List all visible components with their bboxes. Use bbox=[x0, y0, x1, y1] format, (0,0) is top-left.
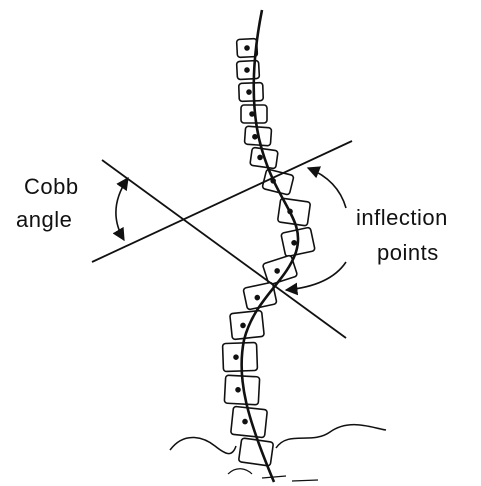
inflection-label-line2: points bbox=[377, 242, 439, 264]
cobb-label-line2: angle bbox=[16, 209, 72, 231]
vertebrae bbox=[223, 38, 316, 466]
pelvis-outline bbox=[170, 425, 386, 454]
cobb-label-line1: Cobb bbox=[24, 176, 79, 198]
inflection-label-line1: inflection bbox=[356, 207, 448, 229]
inflection-arrow-upper bbox=[308, 168, 346, 208]
cobb-angle-arc bbox=[116, 178, 128, 240]
